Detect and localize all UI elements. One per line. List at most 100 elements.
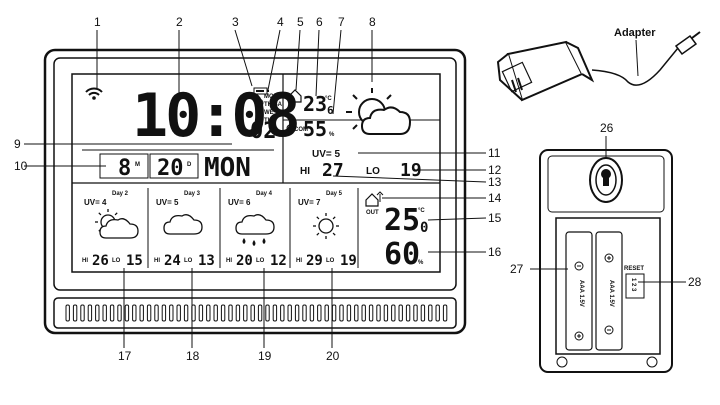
callout-leader: [267, 29, 281, 91]
callout-number: 3: [232, 15, 239, 29]
grille-slot: [169, 304, 174, 322]
grille-slot: [228, 304, 233, 322]
grille-slot: [368, 304, 374, 322]
grille-slot: [383, 304, 389, 322]
grille-slot: [428, 304, 433, 322]
front-device: 10:08 02 MOFR TH SA WE SU TU 23 6 °C 55 …: [43, 48, 467, 335]
callout-number: 10: [14, 159, 28, 173]
alarm-clock-icon: [254, 98, 264, 108]
callout: 3: [232, 15, 253, 87]
forecast-hi-label: HI: [296, 258, 302, 264]
forecast-uv: UV= 5: [156, 198, 179, 207]
grille-slot: [235, 304, 241, 322]
battery-icon: [253, 87, 269, 95]
callout-leader: [332, 175, 487, 183]
grille-slot: [139, 304, 144, 322]
callout: 7: [332, 15, 345, 115]
hi-today-value: 27: [322, 160, 344, 181]
callout-leader: [315, 29, 320, 97]
day-value: 20: [157, 156, 184, 181]
grille-slot: [324, 304, 329, 322]
callout-number: 16: [488, 245, 502, 259]
callout-number: 14: [488, 191, 502, 205]
grille-slot: [109, 304, 115, 322]
grille-slot: [309, 304, 315, 322]
grille-slot: [420, 304, 426, 322]
foot-right: [646, 356, 658, 368]
cloud-icon: [163, 214, 203, 235]
callout-number: 18: [186, 349, 200, 363]
grille-slot: [176, 304, 181, 322]
grille-slot: [102, 304, 107, 322]
callout-number: 7: [338, 15, 345, 29]
callout-leader: [427, 217, 487, 221]
callout: 14: [382, 191, 502, 205]
reset-label: RESET: [624, 266, 644, 272]
callout: 8: [369, 15, 376, 82]
grille-slot: [198, 304, 204, 322]
grille-slot: [117, 304, 122, 322]
callout-number: 19: [258, 349, 272, 363]
callout: 27: [510, 262, 568, 276]
callout-number: 5: [297, 15, 304, 29]
grille-slot: [280, 304, 285, 322]
battery-slot-1: [565, 231, 593, 351]
callout: 4: [267, 15, 284, 91]
grille-slot: [183, 304, 189, 322]
grille-slot: [80, 304, 85, 322]
grille-slot: [124, 304, 130, 322]
callout: 10: [14, 159, 106, 173]
forecast-lo-label: LO: [326, 258, 335, 264]
grille-slot: [294, 304, 300, 322]
uv-today: UV= 5: [312, 149, 341, 160]
grille-slot: [132, 304, 137, 322]
callout-number: 4: [277, 15, 284, 29]
grille-slot: [361, 304, 366, 322]
weekday-value: MON: [204, 153, 251, 183]
forecast-hi-value: 24: [164, 253, 181, 269]
alarm-day-3: WE SU: [264, 110, 284, 116]
forecast-hi-label: HI: [154, 258, 160, 264]
grille-slot: [72, 304, 78, 322]
grille-slot: [213, 304, 218, 322]
forecast-uv: UV= 4: [84, 198, 107, 207]
outdoor-sensor-icon: [365, 191, 384, 207]
battery-2-label: AAA 1.5V: [608, 280, 614, 307]
grille-slot: [376, 304, 381, 322]
forecast-day-label: Day 5: [326, 191, 343, 197]
comfort-icon: [286, 124, 294, 132]
forecast-lo-label: LO: [256, 258, 265, 264]
battery-1-label: AAA 1.5V: [578, 280, 584, 307]
indoor-humidity: 55: [303, 117, 327, 141]
battery-polarity-icons: [574, 253, 614, 341]
foot-left: [556, 356, 568, 368]
indoor-temperature: 23: [303, 92, 327, 116]
callout-number: 13: [488, 175, 502, 189]
grille-slot: [398, 304, 403, 322]
grille-slot: [354, 304, 359, 322]
grille-slot: [146, 304, 152, 322]
callout-number: 17: [118, 349, 132, 363]
callout: 28: [638, 275, 702, 289]
grille-slot: [265, 304, 270, 322]
back-device: AAA 1.5V AAA 1.5V RESET 1 2 3: [539, 149, 673, 373]
grille-slot: [206, 304, 211, 322]
grille-slot: [87, 304, 93, 322]
lo-today-value: 19: [400, 160, 422, 181]
forecast-hi-label: HI: [226, 258, 232, 264]
callout-leader: [295, 29, 301, 91]
callout-number: 1: [94, 15, 101, 29]
forecast-lo-value: 19: [340, 253, 357, 269]
comfort-label: COM: [294, 127, 308, 133]
sun-icon: [313, 213, 339, 239]
grille-slot: [250, 304, 255, 322]
callout-leader: [234, 29, 253, 87]
keyhole-mount-icon: [589, 157, 623, 203]
grille-slot: [435, 304, 440, 322]
grille-slot: [257, 304, 263, 322]
indoor-temperature-unit: °C: [325, 96, 332, 102]
alarm-day-1: MOFR: [264, 94, 282, 100]
